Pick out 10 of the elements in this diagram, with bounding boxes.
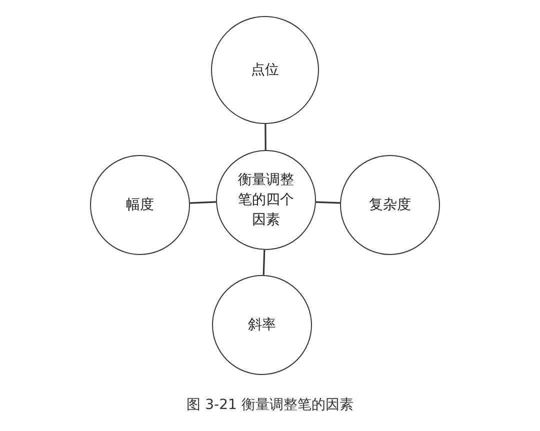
node-label: 衡量调整笔的四个因素 xyxy=(237,170,295,230)
connector-line xyxy=(316,201,340,204)
node-label: 点位 xyxy=(250,60,280,80)
figure-caption: 图 3-21 衡量调整笔的因素 xyxy=(186,396,354,414)
node-label: 斜率 xyxy=(247,316,277,335)
connector-line xyxy=(264,124,266,150)
node-label: 复杂度 xyxy=(368,196,412,215)
connector-line xyxy=(190,201,216,204)
connector-line xyxy=(262,250,266,276)
node-label: 幅度 xyxy=(125,196,155,215)
